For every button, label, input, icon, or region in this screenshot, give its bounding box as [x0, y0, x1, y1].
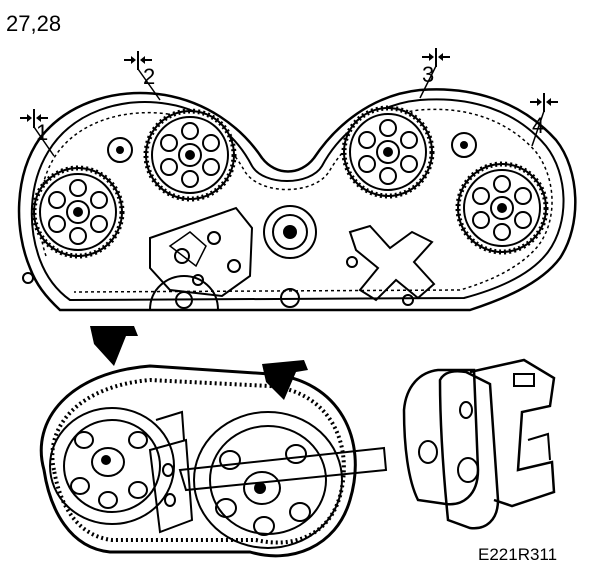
sprocket-2	[146, 111, 234, 199]
upper-timing-diagram: 1 2 3 4	[17, 47, 577, 312]
lower-sprocket-right	[193, 411, 343, 549]
sprocket-label-1: 1	[36, 120, 48, 145]
belt-tensioner	[263, 205, 317, 259]
sprocket-label-2: 2	[143, 64, 155, 89]
sprocket-4	[458, 164, 546, 252]
idler-pulley-right	[451, 132, 477, 158]
figure-reference: 27,28	[6, 11, 61, 36]
crankshaft-pulley	[149, 274, 300, 311]
sprocket-label-3: 3	[422, 62, 434, 87]
feeler-strip	[178, 446, 388, 492]
lower-sprocket-left	[49, 407, 175, 525]
sprocket-1	[34, 168, 122, 256]
engine-housing	[17, 88, 577, 312]
lower-timing-belt	[39, 364, 357, 558]
pointer-arrow-left	[90, 326, 138, 366]
water-pump-bracket	[149, 206, 254, 298]
locking-tool-detail	[402, 358, 556, 530]
locking-tool-installed	[148, 410, 194, 534]
lower-locking-tool-view	[39, 326, 388, 558]
alignment-marker-1	[19, 108, 55, 157]
alignment-marker-4	[529, 92, 559, 147]
pointer-arrow-right	[262, 360, 308, 400]
cam-cover-casting	[348, 224, 436, 302]
sprocket-3	[344, 108, 432, 196]
sprocket-label-4: 4	[532, 113, 544, 138]
idler-pulley-left	[107, 137, 133, 163]
alignment-marker-2	[123, 50, 161, 101]
alignment-marker-3	[419, 47, 451, 99]
drawing-code: E221R311	[478, 545, 557, 564]
